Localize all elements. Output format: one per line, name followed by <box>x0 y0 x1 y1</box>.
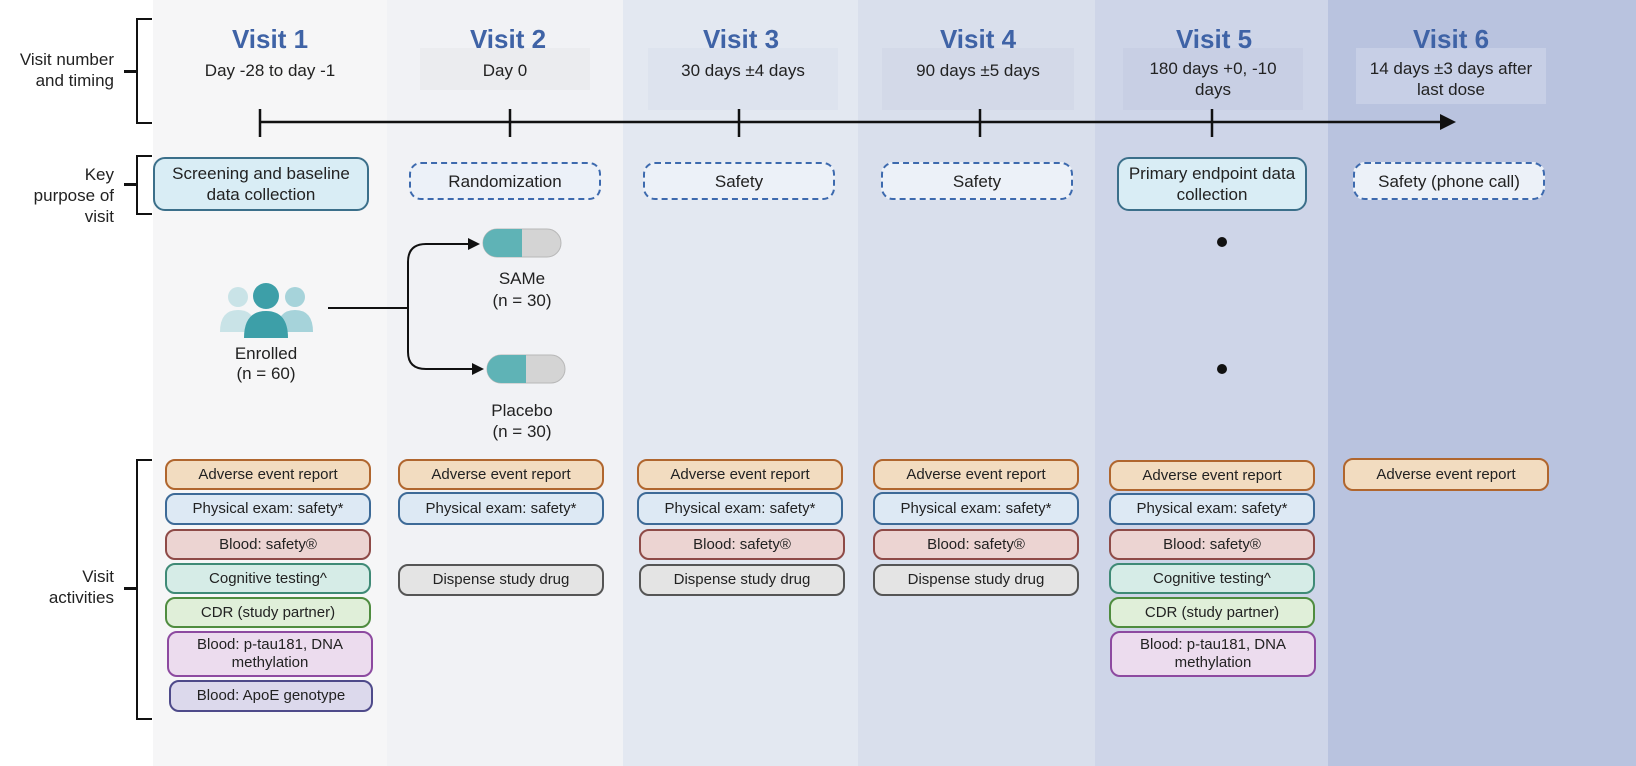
people-icon <box>220 283 313 338</box>
visit-4-column <box>858 0 1095 766</box>
v1-cognitive-testing: Cognitive testing^ <box>165 563 371 594</box>
visit-2-timing: Day 0 <box>482 60 528 80</box>
timing-box-bg-4 <box>882 48 1074 110</box>
visit-3-title: Visit 3 <box>702 24 780 54</box>
capsule-icon-placebo <box>486 354 566 384</box>
v4-adverse-event-report: Adverse event report <box>873 459 1079 490</box>
visit-5-purpose: Primary endpoint data collection <box>1117 157 1307 211</box>
v1-cdr: CDR (study partner) <box>165 597 371 628</box>
v1-blood-apoe: Blood: ApoE genotype <box>169 680 373 712</box>
visit-5-timing: 180 days +0, -10 days <box>1149 59 1277 99</box>
v3-dispense-study-drug: Dispense study drug <box>639 564 845 596</box>
placebo-count: (n = 30) <box>492 422 552 441</box>
visit-1-title: Visit 1 <box>231 24 309 54</box>
branch-up <box>407 243 470 308</box>
arrow-down-icon <box>472 363 484 375</box>
bracket-tick-activities <box>124 587 138 590</box>
timing-box-bg-6 <box>1356 48 1546 104</box>
v5-adverse-event-report: Adverse event report <box>1109 460 1315 491</box>
bracket-activities <box>136 459 152 720</box>
bracket-tick-purpose <box>124 183 138 186</box>
visit-2-purpose: Randomization <box>409 162 601 200</box>
visit-4-timing: 90 days ±5 days <box>916 60 1040 80</box>
same-arm-end <box>1217 237 1227 247</box>
arrow-up-icon <box>468 238 480 250</box>
visit-4-purpose: Safety <box>881 162 1073 200</box>
same-label: SAMe <box>498 269 546 288</box>
visit-4-title: Visit 4 <box>939 24 1017 54</box>
visit-6-purpose: Safety (phone call) <box>1353 162 1545 200</box>
placebo-label: Placebo <box>491 401 553 420</box>
visit-1-timing: Day -28 to day -1 <box>204 60 336 80</box>
bracket-tick-timing <box>124 70 138 73</box>
v2-dispense-study-drug: Dispense study drug <box>398 564 604 596</box>
v5-blood-ptau: Blood: p-tau181, DNA methylation <box>1110 631 1316 677</box>
v5-cdr: CDR (study partner) <box>1109 597 1315 628</box>
visit-1-purpose: Screening and baseline data collection <box>153 157 369 211</box>
row-label-timing: Visit number and timing <box>19 50 114 90</box>
capsule-icon-same <box>482 228 562 258</box>
v1-blood-safety: Blood: safety® <box>165 529 371 560</box>
v5-blood-safety: Blood: safety® <box>1109 529 1315 560</box>
visit-3-timing: 30 days ±4 days <box>681 60 805 80</box>
branch-down <box>407 308 474 370</box>
visit-6-title: Visit 6 <box>1412 24 1490 54</box>
visit-3-purpose: Safety <box>643 162 835 200</box>
v4-dispense-study-drug: Dispense study drug <box>873 564 1079 596</box>
visit-3-column <box>623 0 858 766</box>
v3-physical-exam: Physical exam: safety* <box>637 492 843 525</box>
v1-blood-ptau: Blood: p-tau181, DNA methylation <box>167 631 373 677</box>
same-count: (n = 30) <box>492 291 552 310</box>
visit-6-column <box>1328 0 1636 766</box>
v6-adverse-event-report: Adverse event report <box>1343 458 1549 491</box>
v5-cognitive-testing: Cognitive testing^ <box>1109 563 1315 594</box>
v1-adverse-event-report: Adverse event report <box>165 459 371 490</box>
v5-physical-exam: Physical exam: safety* <box>1109 493 1315 525</box>
v4-blood-safety: Blood: safety® <box>873 529 1079 560</box>
enrolled-count: (n = 60) <box>236 364 296 383</box>
visit-2-title: Visit 2 <box>469 24 547 54</box>
v3-blood-safety: Blood: safety® <box>639 529 845 560</box>
timing-box-bg-2 <box>420 48 590 90</box>
timing-box-bg-3 <box>648 48 838 110</box>
timeline-arrow-icon <box>1440 114 1456 130</box>
v3-adverse-event-report: Adverse event report <box>637 459 843 490</box>
v2-adverse-event-report: Adverse event report <box>398 459 604 490</box>
enrolled-label: Enrolled <box>234 344 298 363</box>
visit-5-title: Visit 5 <box>1175 24 1253 54</box>
v1-physical-exam: Physical exam: safety* <box>165 493 371 525</box>
visit-6-timing: 14 days ±3 days after last dose <box>1369 59 1533 99</box>
v4-physical-exam: Physical exam: safety* <box>873 492 1079 525</box>
timing-box-bg-5 <box>1123 48 1303 110</box>
row-label-activities: Visit activities <box>48 567 114 607</box>
placebo-arm-end <box>1217 364 1227 374</box>
row-label-purpose: Key purpose of visit <box>33 165 114 226</box>
v2-physical-exam: Physical exam: safety* <box>398 492 604 525</box>
